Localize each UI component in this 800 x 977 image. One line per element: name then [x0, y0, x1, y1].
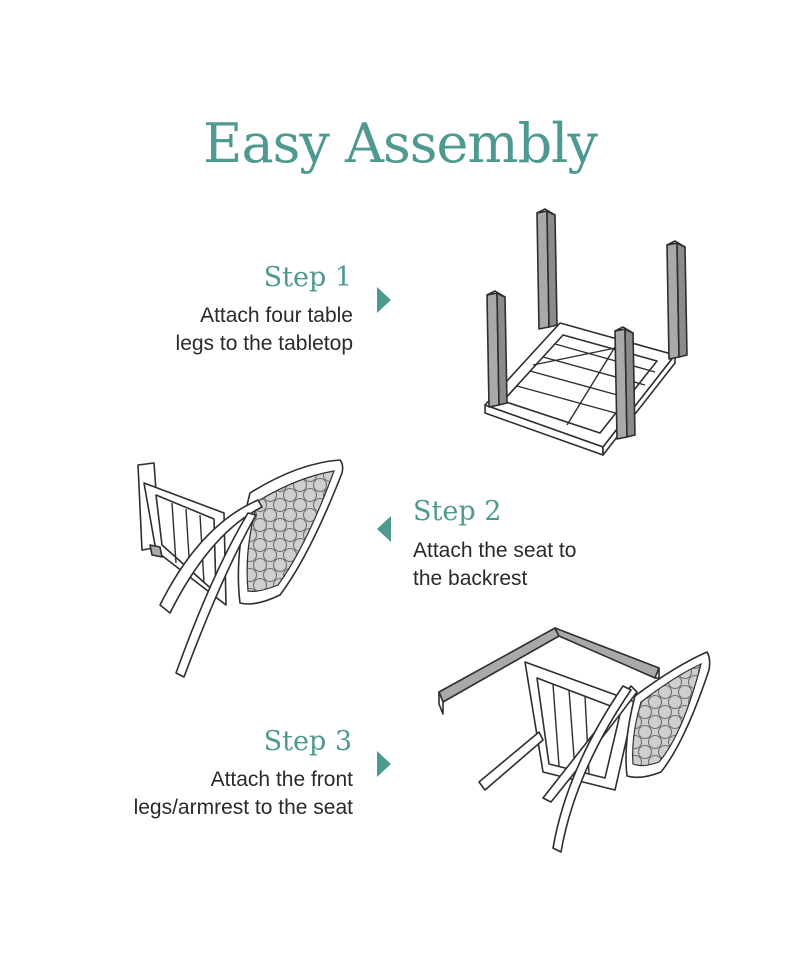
- triangle-right-icon: [377, 287, 391, 313]
- step-2-description: Attach the seat to the backrest: [413, 537, 713, 593]
- armrest-frame: [438, 627, 660, 715]
- step-1-title: Step 1: [263, 262, 352, 293]
- step-3-title: Step 3: [263, 726, 352, 757]
- step-1-line-2: legs to the tabletop: [175, 332, 353, 355]
- tabletop-slats: [516, 343, 656, 426]
- table-leg: [486, 290, 508, 408]
- triangle-right-icon: [377, 751, 391, 777]
- seat-mesh: [632, 662, 702, 767]
- step-2-line-2: the backrest: [413, 567, 528, 590]
- seat: [625, 651, 711, 779]
- table-leg: [666, 240, 688, 360]
- step-2-line-1: Attach the seat to: [413, 539, 577, 562]
- step-3-line-2: legs/armrest to the seat: [133, 796, 353, 819]
- step-2-title: Step 2: [413, 496, 502, 527]
- armrest-legs-illustration: [438, 627, 711, 853]
- step-3-line-1: Attach the front: [210, 768, 353, 791]
- table-leg: [536, 208, 558, 330]
- table-leg: [614, 326, 636, 440]
- step-1-description: Attach four table legs to the tabletop: [100, 302, 353, 358]
- seat-mesh: [246, 470, 335, 592]
- seat-backrest-illustration: [137, 459, 344, 678]
- front-legs: [478, 685, 638, 853]
- backrest: [524, 661, 636, 791]
- side-arm: [159, 499, 263, 678]
- step-3-description: Attach the front legs/armrest to the sea…: [60, 766, 353, 822]
- triangle-left-icon: [377, 516, 391, 542]
- table-legs-illustration: [484, 208, 688, 456]
- page-title: Easy Assembly: [203, 112, 598, 175]
- backrest: [137, 462, 227, 606]
- seat: [237, 459, 344, 605]
- step-1-line-1: Attach four table: [200, 304, 353, 327]
